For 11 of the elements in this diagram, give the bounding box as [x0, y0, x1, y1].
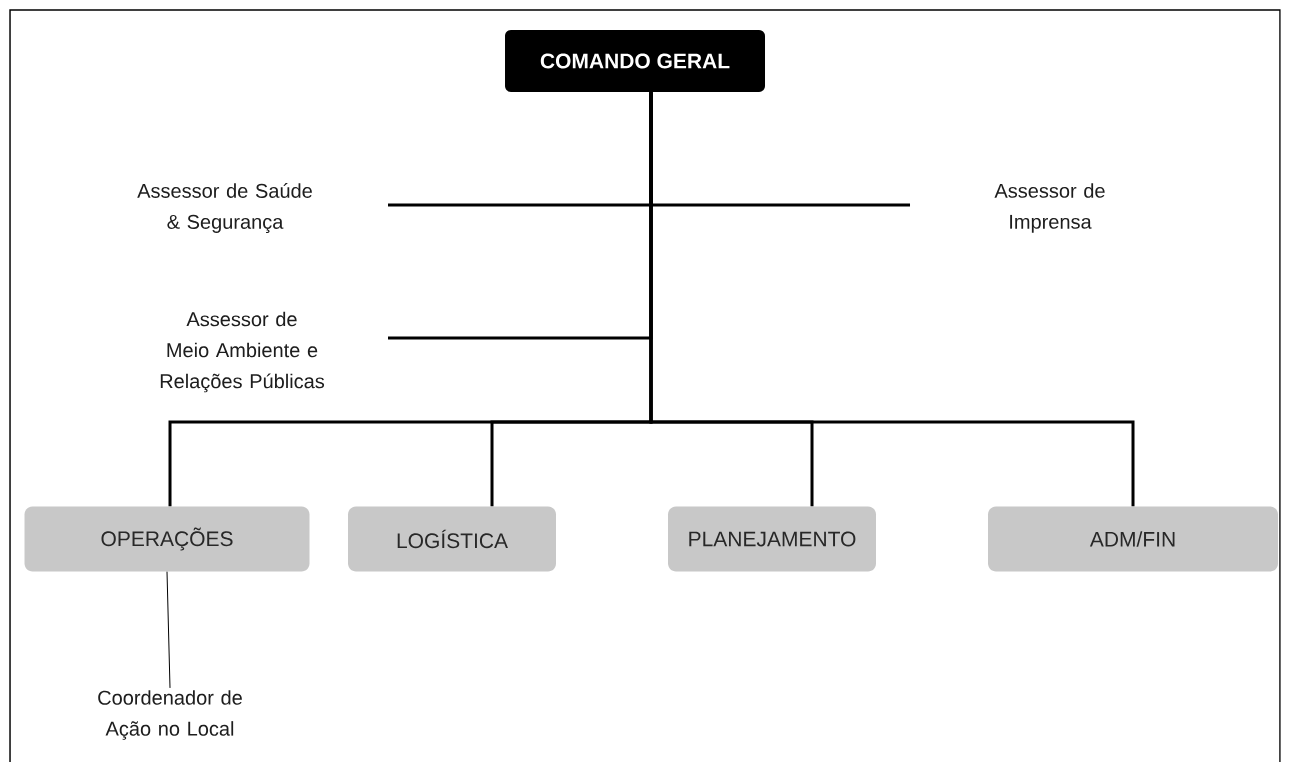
section-box: ADM/FIN — [988, 506, 1278, 572]
connector-line — [649, 92, 1135, 507]
advisor-label: Assessor de Saúde & Segurança — [137, 183, 312, 233]
section-box: LOGÍSTICA — [348, 506, 556, 572]
advisor-label: Assessor de Imprensa — [994, 183, 1105, 233]
connector-line — [166, 571, 171, 689]
command-box: COMANDO GERAL — [505, 30, 765, 92]
advisor-label: Assessor de Meio Ambiente e Relações Públicas — [160, 311, 325, 393]
section-box: PLANEJAMENTO — [668, 506, 876, 572]
section-box: OPERAÇÕES — [24, 506, 310, 572]
coordinator-label: Coordenador de Ação no Local — [98, 690, 242, 740]
